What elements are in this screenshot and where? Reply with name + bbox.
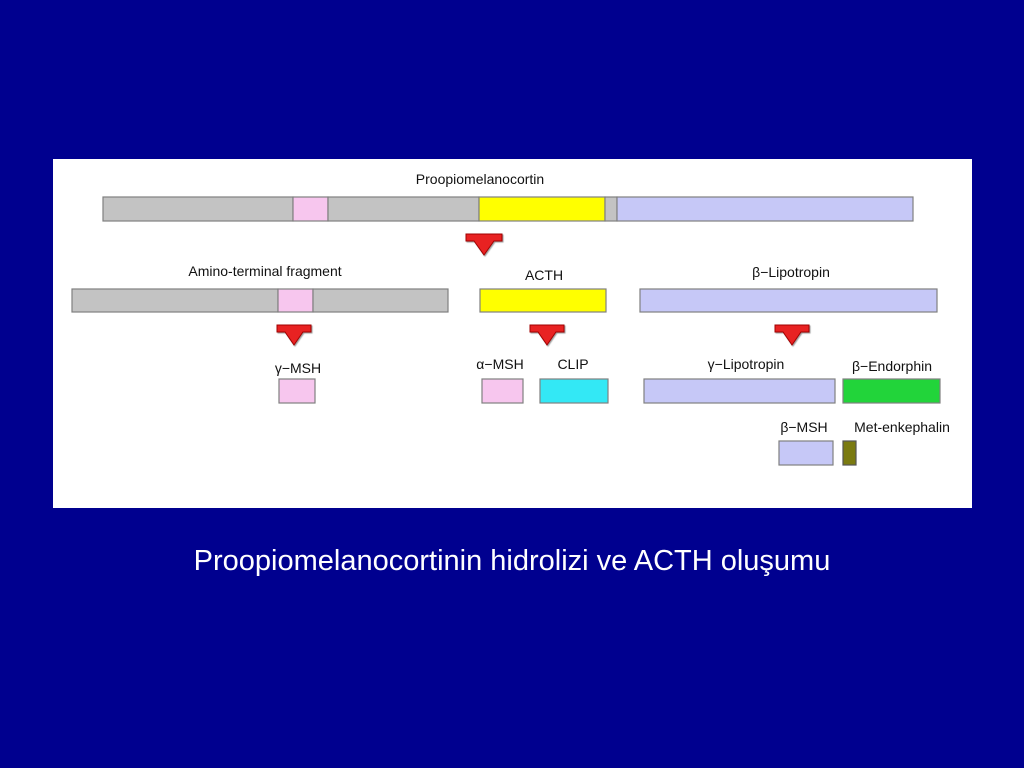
pomc-acth-segment: [478, 196, 606, 222]
gamma-lipotropin-label: γ−Lipotropin: [708, 356, 785, 372]
beta-msh-label: β−MSH: [780, 419, 827, 435]
slide-caption: Proopiomelanocortinin hidrolizi ve ACTH …: [193, 545, 831, 577]
beta-endorphin-bar: [842, 378, 941, 404]
pomc-gray-segment-3: [604, 196, 618, 222]
diagram-panel: Proopiomelanocortin Amino-terminal fragm…: [53, 159, 972, 508]
gamma-msh-label: γ−MSH: [275, 360, 321, 376]
beta-endorphin-label: β−Endorphin: [852, 358, 932, 374]
amino-fragment-bar: [71, 288, 449, 313]
clip-label: CLIP: [557, 356, 588, 372]
beta-lipotropin-label: β−Lipotropin: [752, 264, 830, 280]
beta-lipotropin-bar: [639, 288, 938, 313]
cleavage-arrow-1: [465, 233, 503, 256]
pomc-bar: [102, 196, 914, 222]
acth-bar: [479, 288, 607, 313]
met-enkephalin-bar: [842, 440, 857, 466]
cleavage-arrow-4: [774, 324, 810, 346]
gamma-msh-bar: [278, 378, 316, 404]
met-enkephalin-label: Met-enkephalin: [854, 419, 950, 435]
cleavage-arrow-3: [529, 324, 565, 346]
amino-fragment-label: Amino-terminal fragment: [188, 263, 341, 279]
acth-label: ACTH: [525, 267, 563, 283]
clip-bar: [539, 378, 609, 404]
pomc-lipotropin-segment: [616, 196, 914, 222]
pomc-gray-segment-2: [327, 196, 480, 222]
amino-fragment-gray-segment: [71, 288, 279, 313]
pomc-gray-segment: [102, 196, 294, 222]
beta-msh-bar: [778, 440, 834, 466]
pomc-label: Proopiomelanocortin: [416, 171, 544, 187]
pomc-gamma-msh-segment: [292, 196, 329, 222]
amino-fragment-gamma-msh-segment: [277, 288, 314, 313]
alpha-msh-bar: [481, 378, 524, 404]
cleavage-arrow-2: [276, 324, 312, 346]
gamma-lipotropin-bar: [643, 378, 836, 404]
pomc-diagram: Proopiomelanocortin Amino-terminal fragm…: [71, 171, 950, 466]
alpha-msh-label: α−MSH: [476, 356, 523, 372]
amino-fragment-gray-segment-2: [312, 288, 449, 313]
